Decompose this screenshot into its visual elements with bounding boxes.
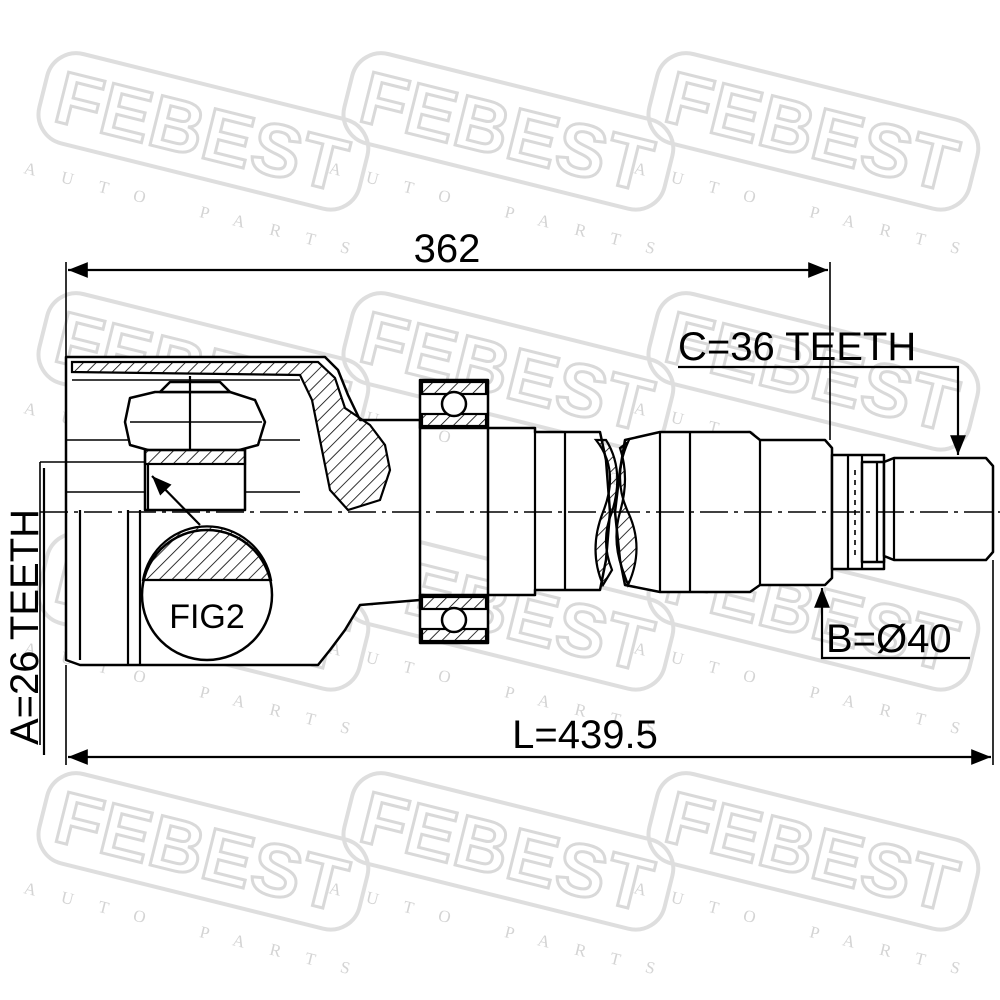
watermark-logo: FEBEST AUTO PARTS [632, 51, 987, 264]
shaft-break-right [615, 438, 638, 588]
leader-spline-outer [678, 365, 966, 455]
watermark-logo: FEBEST AUTO PARTS [632, 771, 987, 984]
fig2-leader [151, 475, 201, 526]
dimension-spline-outer: C=36 TEETH [678, 325, 916, 369]
bearing-ball-bottom [440, 606, 468, 634]
tripod-cap [158, 380, 232, 394]
shaft-bearing [418, 378, 490, 645]
dimension-spline-inner: A=26 TEETH [3, 509, 47, 745]
watermark-logo: FEBEST AUTO PARTS [327, 51, 682, 264]
spider-spline-section [143, 448, 247, 466]
shaft-break-left [593, 438, 619, 588]
watermark-logo: FEBEST AUTO PARTS [22, 51, 377, 264]
fig2-detail-hatch [141, 525, 273, 582]
figure-label: FIG2 [169, 598, 245, 636]
bearing-ball-top [440, 390, 468, 418]
dimension-total-length: L=439.5 [512, 713, 658, 757]
part-outline [40, 355, 1000, 667]
watermark-logo: FEBEST AUTO PARTS [22, 771, 377, 984]
housing-wall-section [70, 360, 392, 512]
dimension-overall-top: 362 [414, 227, 481, 271]
dimension-layer: 362 C=36 TEETH B=Ø40 A=26 TEETH L=439.5 … [3, 227, 994, 765]
leader-shaft-diameter [814, 588, 970, 660]
dimension-shaft-diameter: B=Ø40 [826, 617, 952, 661]
splined-stub [882, 456, 995, 562]
watermark-logo: FEBEST AUTO PARTS [327, 771, 682, 984]
